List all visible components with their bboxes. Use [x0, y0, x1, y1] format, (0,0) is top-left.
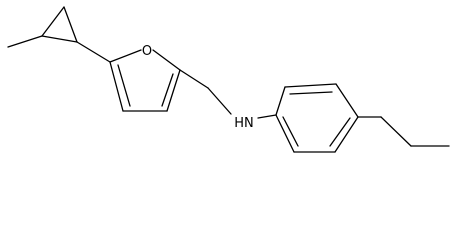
cyclopropane-ring	[41, 6, 78, 43]
bond-methyl	[7, 35, 43, 48]
bond-furan-c4-c5-double	[117, 64, 131, 107]
bond-furan-c5-o	[109, 49, 142, 63]
bond-furan-c2-c3	[166, 69, 181, 112]
bond-ch2-n	[207, 87, 232, 115]
bond-bz-double-3	[282, 116, 299, 147]
bond-bz-2	[284, 83, 337, 88]
amine-label: HN	[234, 116, 254, 131]
bond-bz-6	[275, 114, 295, 153]
bond-propyl-2	[380, 116, 412, 147]
bond-furan-ch2	[179, 69, 209, 89]
bond-furan-c4-c5	[109, 61, 124, 112]
bond-bz-4	[334, 116, 359, 153]
bond-furan-o-c2	[152, 49, 181, 71]
bond-bz-3	[335, 83, 359, 118]
bond-bz-double-2	[329, 117, 351, 147]
bond-cp-furan	[76, 41, 111, 63]
bond-n-benzene	[257, 114, 277, 119]
molecule-structure: O HN	[7, 6, 450, 153]
bond-bz-1	[275, 86, 286, 116]
bond-furan-c2-c3-double	[161, 73, 174, 107]
bond-cp-1	[41, 6, 65, 37]
benzene-ring	[275, 83, 359, 153]
oxygen-label: O	[142, 44, 152, 59]
bond-cp-3	[41, 35, 78, 43]
furan-ring	[109, 49, 181, 112]
bond-cp-2	[63, 6, 78, 43]
bond-bz-double-1	[289, 91, 333, 95]
propyl-chain	[357, 116, 450, 147]
